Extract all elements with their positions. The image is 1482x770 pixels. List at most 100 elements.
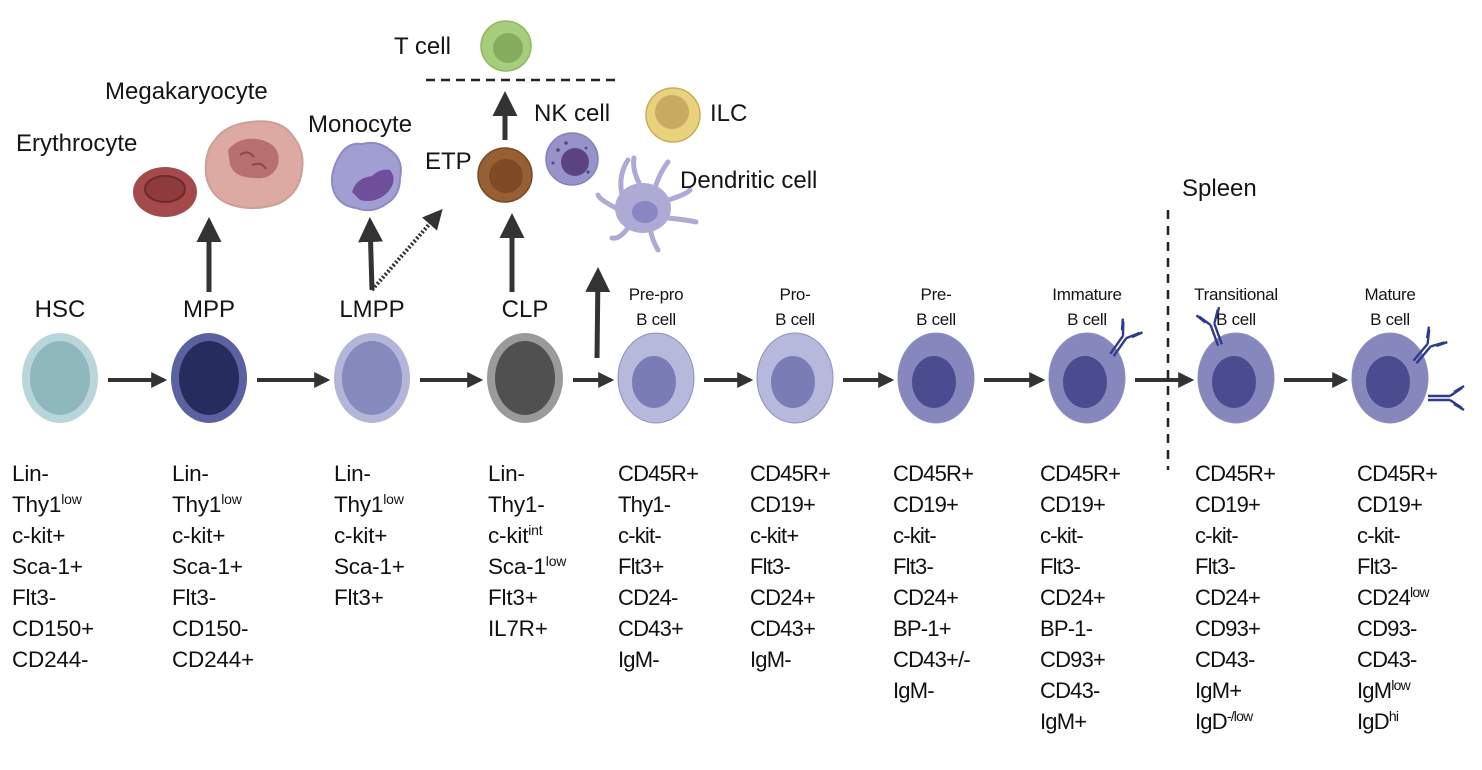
marker: CD43- <box>1040 678 1100 703</box>
antibody-icon <box>1195 306 1224 347</box>
marker: CD24- <box>618 585 678 610</box>
erythrocyte-icon <box>133 167 197 217</box>
marker: Flt3+ <box>488 585 538 610</box>
marker: CD43- <box>1357 647 1417 672</box>
marker: Thy1low <box>12 491 82 517</box>
marker: CD150- <box>172 616 249 641</box>
dendritic-cell-label: Dendritic cell <box>680 167 818 194</box>
marker: CD93+ <box>1195 616 1261 641</box>
megakaryocyte-label: Megakaryocyte <box>105 78 268 105</box>
marker-list-pre-b: CD45R+CD19+c-kit-Flt3-CD24+BP-1+CD43+/-I… <box>893 458 974 706</box>
marker: Sca-1low <box>488 553 567 579</box>
marker: Flt3- <box>1040 554 1081 579</box>
marker: IgM+ <box>1040 709 1087 734</box>
marker: CD244- <box>12 647 89 672</box>
antibody-icon <box>1428 384 1465 412</box>
marker: Thy1low <box>172 491 242 517</box>
stage-label-line2: B cell <box>916 310 956 329</box>
marker: CD24+ <box>893 585 959 610</box>
marker-expression-level: low <box>1410 584 1429 600</box>
stage-label-line1: HSC <box>34 296 86 323</box>
marker: CD24+ <box>1040 585 1106 610</box>
ilc-label: ILC <box>710 100 748 127</box>
marker-list-transitional-b: CD45R+ CD19+ c-kit- Flt3- CD24+ CD93+ CD43- IgM… <box>1195 458 1276 737</box>
arrow-lmpp-to-etp-dotted <box>370 208 443 292</box>
marker: CD93- <box>1357 616 1417 641</box>
stage-cell-pre-b <box>897 332 975 424</box>
stage-label-line1: LMPP <box>339 296 405 323</box>
marker: IgM- <box>750 647 792 672</box>
marker: CD43+ <box>750 616 816 641</box>
stage-label-mpp: MPP <box>139 296 279 324</box>
marker: CD45R+ <box>1040 461 1121 486</box>
stage-label-line2: B cell <box>1370 310 1410 329</box>
etp-icon <box>477 147 533 203</box>
marker: CD43+/- <box>893 647 971 672</box>
marker: Thy1low <box>334 491 404 517</box>
marker: CD45R+ <box>1195 461 1276 486</box>
marker-expression-level: int <box>528 522 543 538</box>
erythrocyte-label: Erythrocyte <box>16 130 138 157</box>
dendritic-cell-icon <box>595 155 699 253</box>
marker: Flt3- <box>1357 554 1398 579</box>
marker: Flt3+ <box>334 585 384 610</box>
marker: CD45R+ <box>893 461 974 486</box>
t-cell-icon <box>480 20 532 72</box>
stage-label-clp: CLP <box>455 296 595 324</box>
marker: CD19+ <box>1040 492 1106 517</box>
marker: CD43- <box>1195 647 1255 672</box>
marker: IgM- <box>893 678 935 703</box>
stage-label-line1: CLP <box>501 296 549 323</box>
marker: Lin- <box>172 461 209 486</box>
antibody-icon <box>1412 326 1448 365</box>
marker: c-kit+ <box>334 523 388 548</box>
marker-expression-level: hi <box>1388 708 1399 724</box>
stage-cell-pre-pro-b <box>617 332 695 424</box>
stage-cell-immature-b <box>1048 332 1126 424</box>
marker: CD45R+ <box>1357 461 1438 486</box>
marker: CD24+ <box>1195 585 1261 610</box>
marker-expression-level: low <box>1391 677 1410 693</box>
marker: CD45R+ <box>618 461 699 486</box>
monocyte-label: Monocyte <box>308 111 413 138</box>
marker: Flt3- <box>172 585 217 610</box>
stage-label-line1: Pre-pro <box>628 285 684 304</box>
arrow-lmpp-to-monocyte <box>358 217 384 291</box>
marker: CD19+ <box>750 492 816 517</box>
marker: Flt3- <box>1195 554 1236 579</box>
etp-label: ETP <box>425 148 472 175</box>
monocyte-icon <box>331 141 402 212</box>
marker: Flt3- <box>893 554 934 579</box>
stage-label-lmpp: LMPP <box>302 296 442 324</box>
marker: c-kit- <box>618 523 662 548</box>
marker: BP-1- <box>1040 616 1093 641</box>
marker: Flt3- <box>750 554 791 579</box>
stage-label-line1: Transitional <box>1194 285 1278 304</box>
marker: IgM+ <box>1195 678 1242 703</box>
t-cell-label: T cell <box>394 33 451 60</box>
stage-cell-hsc <box>22 333 98 423</box>
stage-cell-transitional-b <box>1197 332 1275 424</box>
ilc-icon <box>645 87 701 143</box>
marker: Sca-1+ <box>12 554 83 579</box>
stage-label-line1: Immature <box>1052 285 1122 304</box>
nk-cell-icon <box>545 132 599 186</box>
stage-label-line2: B cell <box>1216 310 1256 329</box>
stage-label-transitional-b: Transitional B cell <box>1166 282 1306 332</box>
marker-expression-level: low <box>383 491 404 507</box>
marker: CD19+ <box>1195 492 1261 517</box>
marker: BP-1+ <box>893 616 952 641</box>
stage-cell-pro-b <box>756 332 834 424</box>
marker: c-kitint <box>488 522 543 548</box>
marker: IgDhi <box>1357 708 1399 734</box>
stage-label-line1: MPP <box>182 296 235 323</box>
marker-list-pre-pro-b: CD45R+Thy1-c-kit-Flt3+CD24-CD43+IgM- <box>618 458 699 675</box>
stage-label-line1: Pre- <box>920 285 952 304</box>
marker: Flt3- <box>12 585 57 610</box>
stage-cell-mpp <box>171 333 247 423</box>
marker: c-kit- <box>1195 523 1239 548</box>
